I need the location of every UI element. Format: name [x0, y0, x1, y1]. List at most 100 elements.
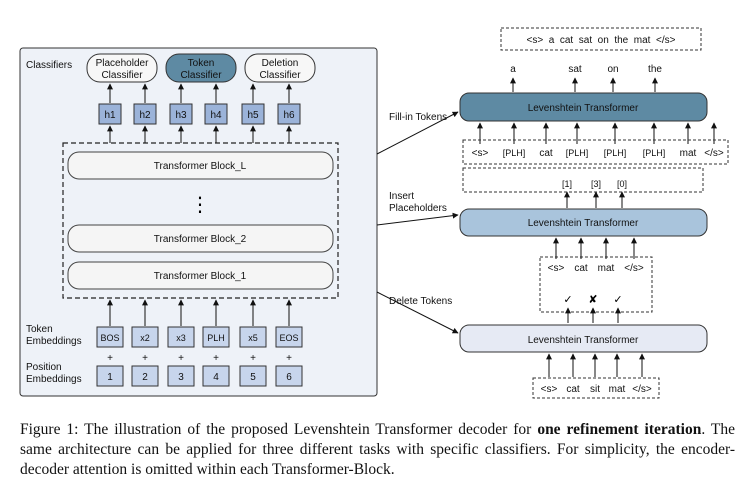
svg-text:Token: Token: [26, 324, 53, 335]
svg-text:Placeholders: Placeholders: [389, 203, 447, 214]
block-1: Transformer Block_1: [67, 261, 334, 290]
plh-token: [PLH]: [643, 148, 666, 158]
filled-token: a: [510, 64, 516, 75]
token-embedding-BOS: BOS: [96, 326, 124, 348]
classifiers-label: Classifiers: [26, 60, 72, 71]
svg-text:Deletion: Deletion: [262, 58, 299, 69]
plus-sign: +: [286, 353, 292, 364]
decoder-panel: [19, 47, 378, 397]
figure-label: Figure 1:: [20, 421, 79, 438]
plh-token: [PLH]: [604, 148, 627, 158]
hidden-state-h2: h2: [133, 103, 157, 125]
svg-text:4: 4: [213, 372, 219, 383]
insert-counts: [1] [3] [0]: [562, 179, 627, 208]
svg-text:6: 6: [286, 372, 292, 383]
plh-token: <s>: [472, 148, 489, 159]
stage-label-insert: Insert Placeholders: [389, 191, 447, 214]
filled-token: the: [648, 64, 662, 75]
position-embedding-1: 1: [96, 365, 124, 387]
kept-token: </s>: [624, 263, 644, 274]
filled-token: sat: [568, 64, 582, 75]
hidden-state-h3: h3: [169, 103, 193, 125]
svg-text:Placeholder: Placeholder: [96, 58, 149, 69]
plus-sign: +: [107, 353, 113, 364]
svg-text:EOS: EOS: [279, 333, 298, 343]
svg-text:h1: h1: [104, 110, 116, 121]
delete-transformer: [459, 324, 708, 353]
delete-mark: ✓: [563, 293, 572, 306]
hidden-state-h4: h4: [204, 103, 228, 125]
svg-text:Classifier: Classifier: [101, 70, 143, 81]
token-embedding-x5: x5: [239, 326, 267, 348]
plh-seq-box: [462, 139, 729, 165]
token-embeddings-label: Token Embeddings: [26, 324, 82, 347]
stage-label-delete: Delete Tokens: [389, 296, 452, 307]
svg-text:3: 3: [178, 372, 184, 383]
hidden-states-row: h1 h2 h3 h4 h5 h6: [98, 83, 301, 143]
hidden-state-h1: h1: [98, 103, 122, 125]
output-seq-box: [500, 27, 702, 51]
transformer-stack: [62, 142, 339, 299]
kept-token: mat: [598, 263, 615, 274]
svg-text:x5: x5: [248, 333, 258, 343]
svg-text:Levenshtein Transformer: Levenshtein Transformer: [528, 103, 639, 114]
position-embedding-2: 2: [131, 365, 159, 387]
delete-mark: ✘: [588, 293, 597, 306]
svg-text:Embeddings: Embeddings: [26, 336, 82, 347]
svg-text:h3: h3: [175, 110, 187, 121]
svg-text:x3: x3: [176, 333, 186, 343]
kept-seq-box: [539, 256, 653, 313]
svg-text:Transformer Block_2: Transformer Block_2: [154, 234, 247, 245]
input-seq-box: [532, 377, 660, 399]
insert-count: [0]: [617, 179, 627, 189]
svg-text:Levenshtein Transformer: Levenshtein Transformer: [528, 218, 639, 229]
position-embedding-6: 6: [275, 365, 303, 387]
svg-text:1: 1: [107, 372, 113, 383]
svg-text:Levenshtein Transformer: Levenshtein Transformer: [528, 335, 639, 346]
classifier-placeholder: Placeholder Classifier: [86, 53, 158, 83]
svg-text:Insert: Insert: [389, 191, 414, 202]
block-l: Transformer Block_L: [67, 151, 334, 180]
plh-sequence: <s>[PLH]cat[PLH][PLH][PLH]mat</s>: [462, 139, 729, 165]
figure-caption: Figure 1: The illustration of the propos…: [20, 421, 735, 478]
position-embeddings-label: Position Embeddings: [26, 362, 82, 385]
classifier-token: Token Classifier: [165, 53, 237, 83]
svg-text:Classifier: Classifier: [259, 70, 301, 81]
arrow-to-fill: [376, 111, 459, 155]
svg-text:2: 2: [142, 372, 148, 383]
fill-input-arrows: [477, 122, 717, 144]
plh-token: [PLH]: [566, 148, 589, 158]
insert-count: [1]: [562, 179, 572, 189]
token-embedding-x2: x2: [131, 326, 159, 348]
kept-token: cat: [574, 263, 588, 274]
delete-mark: ✓: [613, 293, 622, 306]
svg-text:h5: h5: [247, 110, 259, 121]
plus-sign: +: [178, 353, 184, 364]
kept-token: <s>: [548, 263, 565, 274]
svg-text:Embeddings: Embeddings: [26, 374, 82, 385]
svg-text:h4: h4: [210, 110, 222, 121]
token-embedding-x3: x3: [167, 326, 195, 348]
insert-transformer: [459, 208, 708, 237]
plh-token: </s>: [704, 148, 724, 159]
caption-bold: one refinement iteration: [537, 421, 702, 438]
insert-counts-box: [462, 167, 704, 193]
hidden-state-h5: h5: [241, 103, 265, 125]
input-token: <s>: [541, 384, 558, 395]
block-2: Transformer Block_2: [67, 224, 334, 253]
input-token: sit: [590, 384, 600, 395]
token-embedding-PLH: PLH: [202, 326, 230, 348]
position-embedding-4: 4: [202, 365, 230, 387]
svg-text:Transformer Block_1: Transformer Block_1: [154, 271, 247, 282]
svg-text:Classifier: Classifier: [180, 70, 222, 81]
hidden-state-h6: h6: [277, 103, 301, 125]
svg-text:5: 5: [250, 372, 256, 383]
insert-count: [3]: [591, 179, 601, 189]
token-embedding-EOS: EOS: [275, 326, 303, 348]
position-embedding-5: 5: [239, 365, 267, 387]
plh-token: cat: [539, 148, 553, 159]
